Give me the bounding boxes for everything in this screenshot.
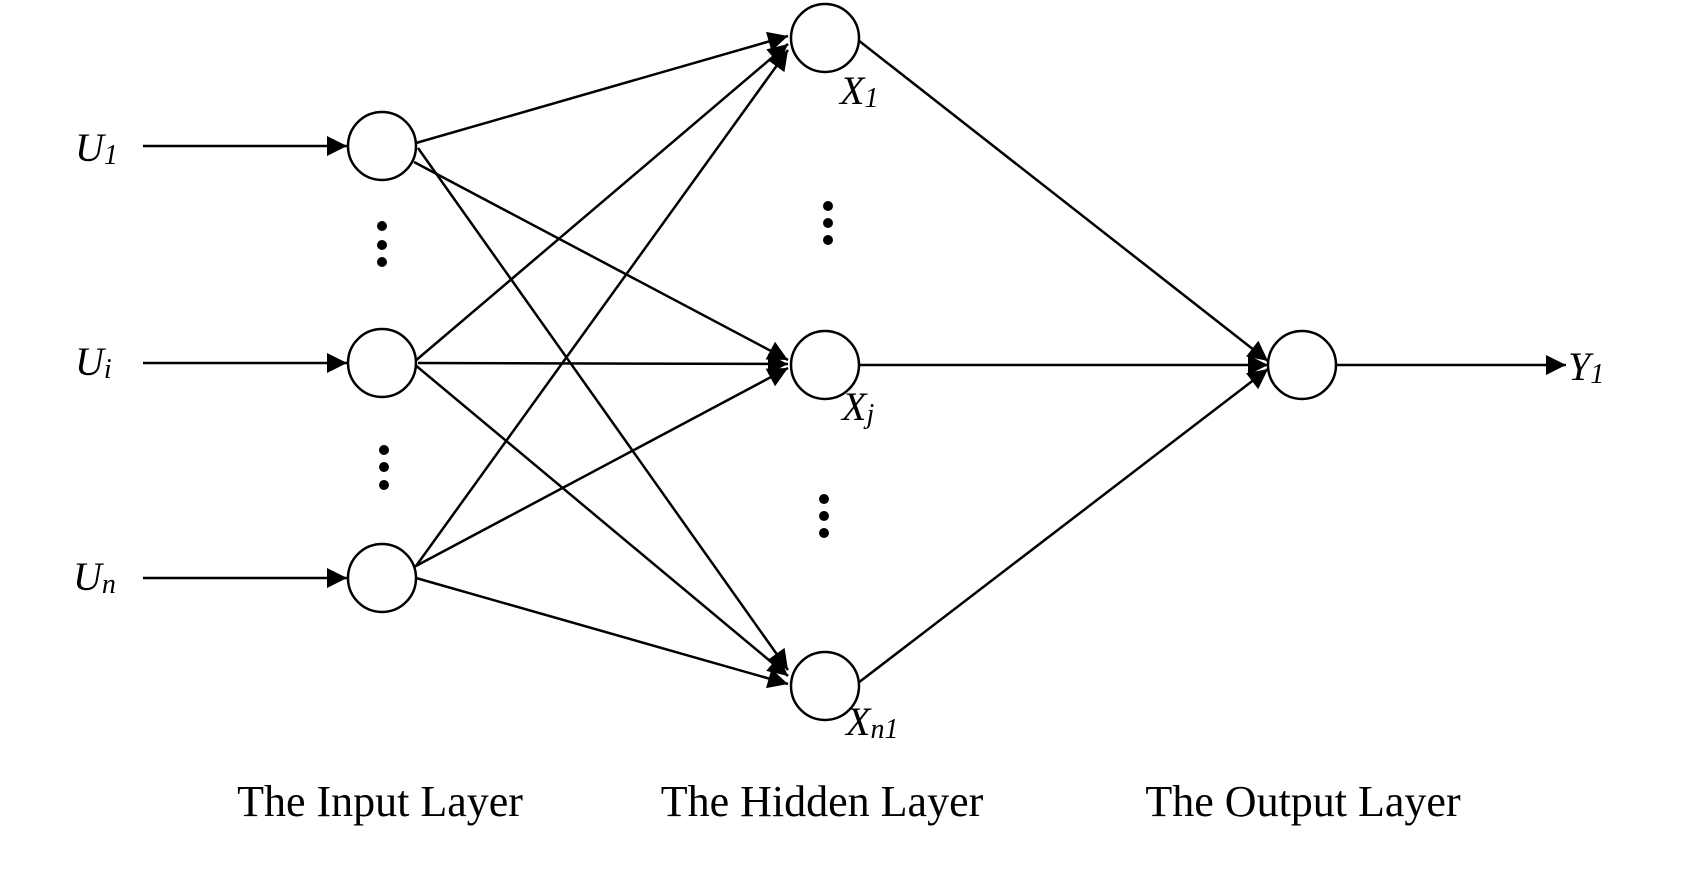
- edge-ui-xj: [417, 353, 789, 374]
- input-label-n: Un: [73, 554, 116, 600]
- output-label-1: Y1: [1568, 344, 1604, 390]
- output-layer-nodes: [1266, 329, 1338, 401]
- hidden-label-j-sub: j: [863, 399, 874, 430]
- input-node-1: [346, 110, 418, 182]
- hidden-label-n1-sub: n1: [870, 714, 898, 745]
- ellipsis-hidden-lower: [819, 494, 829, 538]
- edge-un-x1: [414, 49, 790, 567]
- hidden-layer-nodes: [789, 2, 861, 722]
- input-node-n: [346, 542, 418, 614]
- edge-un-xj: [413, 366, 789, 569]
- edge-u1-xn1: [416, 147, 790, 671]
- input-hidden-connections: [413, 31, 790, 689]
- input-label-i-sub: i: [104, 354, 112, 385]
- input-label-1-sub: 1: [104, 140, 118, 171]
- edge-x1-y1: [857, 39, 1269, 362]
- input-label-1: U1: [75, 125, 118, 171]
- input-arrows: [143, 136, 347, 588]
- input-label-i-base: U: [75, 339, 107, 384]
- hidden-label-1: X1: [838, 68, 878, 114]
- hidden-node-j: [789, 329, 861, 401]
- edge-ui-xn1: [413, 363, 789, 677]
- hidden-label-n1: Xn1: [844, 699, 898, 745]
- output-label-1-sub: 1: [1590, 359, 1604, 390]
- ellipsis-hidden-upper: [823, 201, 833, 245]
- hidden-node-n1: [789, 650, 861, 722]
- input-label-n-base: U: [73, 554, 105, 599]
- ellipsis-input-upper: [377, 221, 387, 267]
- edge-u1-xj: [413, 160, 789, 362]
- edge-xn1-y1: [857, 368, 1269, 684]
- input-label-i: Ui: [75, 339, 112, 385]
- input-label-n-sub: n: [102, 569, 116, 600]
- hidden-label-n1-base: X: [844, 699, 872, 744]
- input-node-i: [346, 327, 418, 399]
- input-layer-nodes: [346, 110, 418, 614]
- hidden-layer-label: The Hidden Layer: [661, 777, 984, 826]
- output-label-1-base: Y: [1568, 344, 1594, 389]
- ellipsis-input-lower: [379, 445, 389, 490]
- input-label-1-base: U: [75, 125, 107, 170]
- edge-un-xn1: [415, 576, 789, 689]
- edge-ui-x1: [413, 43, 789, 363]
- edge-u1-x1: [415, 31, 789, 145]
- output-layer-label: The Output Layer: [1145, 777, 1461, 826]
- hidden-label-1-base: X: [838, 68, 866, 113]
- hidden-output-connections: [857, 39, 1269, 684]
- hidden-label-1-sub: 1: [864, 83, 878, 114]
- hidden-node-1: [789, 2, 861, 74]
- hidden-label-j-base: X: [840, 384, 868, 429]
- hidden-label-j: Xj: [840, 384, 874, 430]
- output-node-1: [1266, 329, 1338, 401]
- input-layer-label: The Input Layer: [237, 777, 523, 826]
